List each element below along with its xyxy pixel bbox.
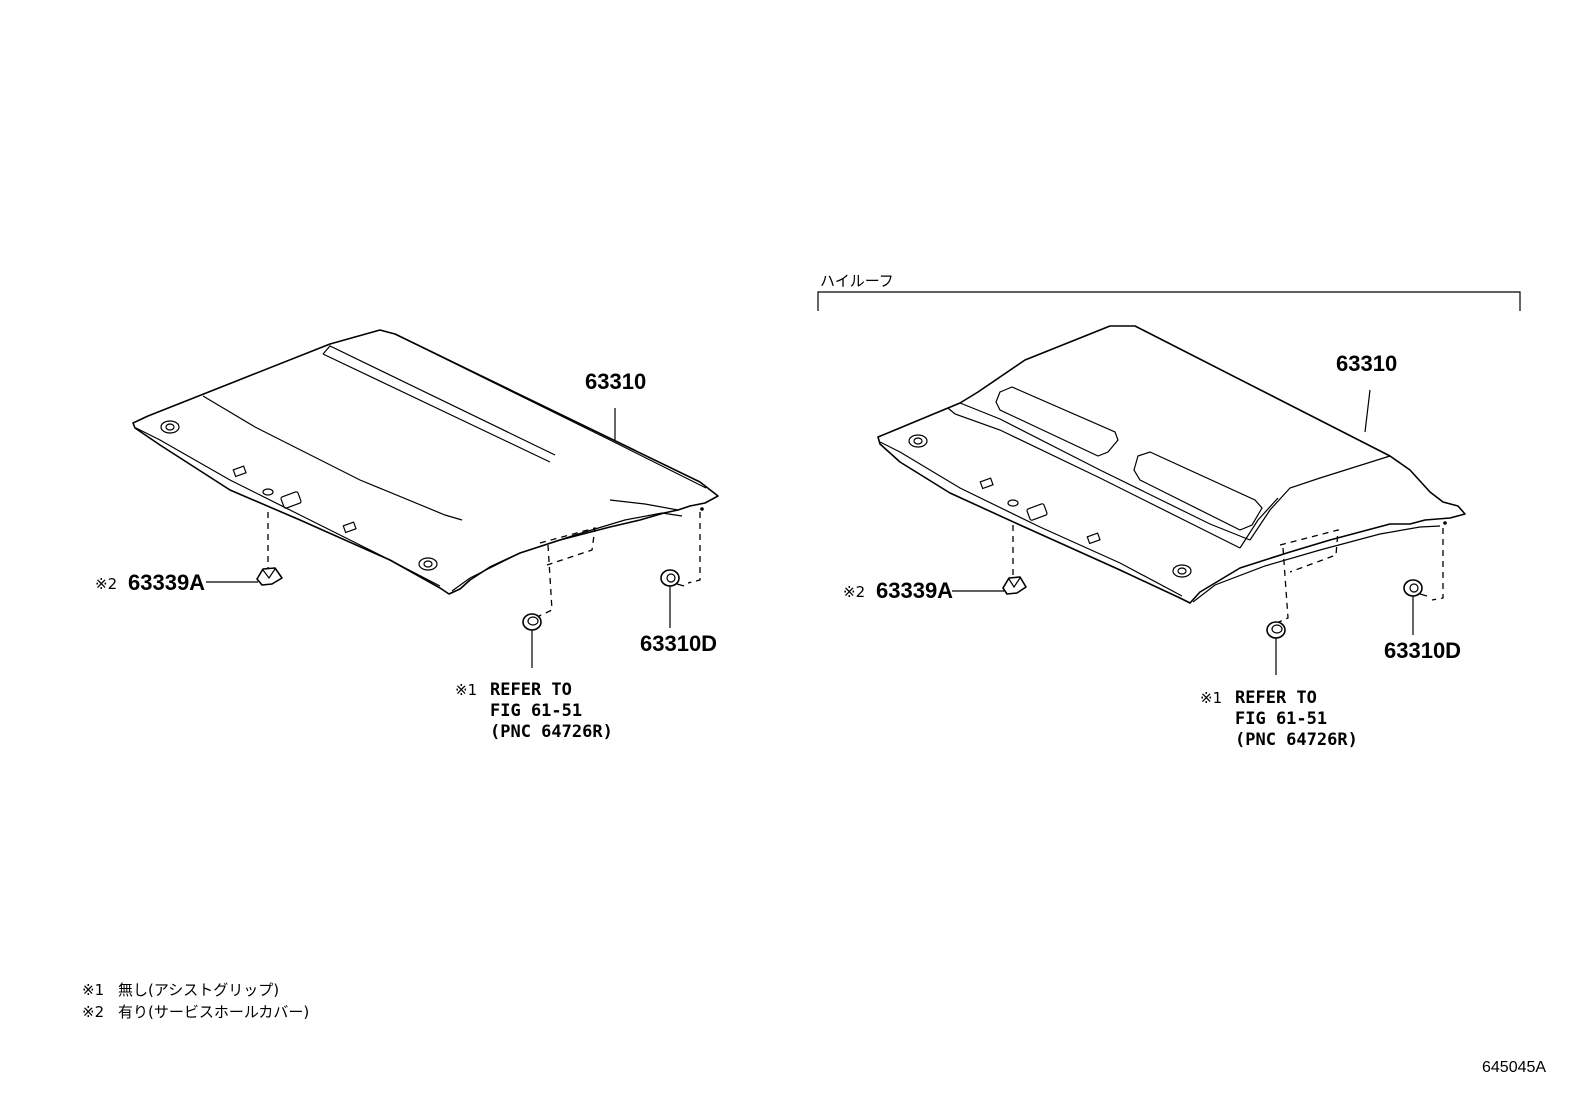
left-pin-63310d <box>660 569 685 587</box>
right-fastener-refer <box>1266 621 1286 639</box>
left-grip-hole-rear <box>418 557 438 571</box>
right-clip-63339a <box>1002 576 1027 595</box>
left-clip-mark: ※2 <box>95 575 117 593</box>
right-pin-part-label: 63310D <box>1384 638 1461 663</box>
left-fastener-refer <box>522 613 542 631</box>
right-roof-window-front <box>995 386 1119 457</box>
high-roof-label: ハイルーフ <box>820 272 894 290</box>
footnotes: ※1 無し(アシストグリップ) ※2 有り(サービスホールカバー) <box>82 981 309 1021</box>
left-clip-part-label: 63339A <box>128 570 205 595</box>
footnote-1-text: 無し(アシストグリップ) <box>118 981 279 999</box>
right-headliner-assembly <box>877 325 1466 675</box>
right-roof-window-rear <box>1133 451 1263 531</box>
right-refer-line-1: REFER TO <box>1235 688 1317 708</box>
left-refer-line-2: FIG 61-51 <box>490 701 582 721</box>
left-refer-line-3: (PNC 64726R) <box>490 722 613 742</box>
right-grip-hole-rear <box>1172 564 1192 578</box>
footnote-2-text: 有り(サービスホールカバー) <box>118 1003 309 1021</box>
right-refer-line-3: (PNC 64726R) <box>1235 730 1358 750</box>
high-roof-bracket <box>817 291 1521 311</box>
right-clip-mark: ※2 <box>843 583 865 601</box>
right-refer-mark: ※1 <box>1200 689 1222 707</box>
footnote-1-mark: ※1 <box>82 981 104 999</box>
left-grip-hole-front <box>160 420 180 434</box>
right-clip-part-label: 63339A <box>876 578 953 603</box>
right-headliner-part-label: 63310 <box>1336 351 1397 376</box>
left-refer-line-1: REFER TO <box>490 680 572 700</box>
footnote-2-mark: ※2 <box>82 1003 104 1021</box>
left-headliner-part-label: 63310 <box>585 369 646 394</box>
left-clip-63339a <box>256 567 283 586</box>
right-pin-63310d <box>1403 579 1428 597</box>
right-roof-headliner <box>877 325 1466 604</box>
left-headliner-assembly <box>132 329 719 668</box>
figure-number: 645045A <box>1482 1059 1546 1076</box>
left-refer-mark: ※1 <box>455 681 477 699</box>
right-grip-hole-front <box>908 434 928 448</box>
left-pin-part-label: 63310D <box>640 631 717 656</box>
right-refer-line-2: FIG 61-51 <box>1235 709 1327 729</box>
